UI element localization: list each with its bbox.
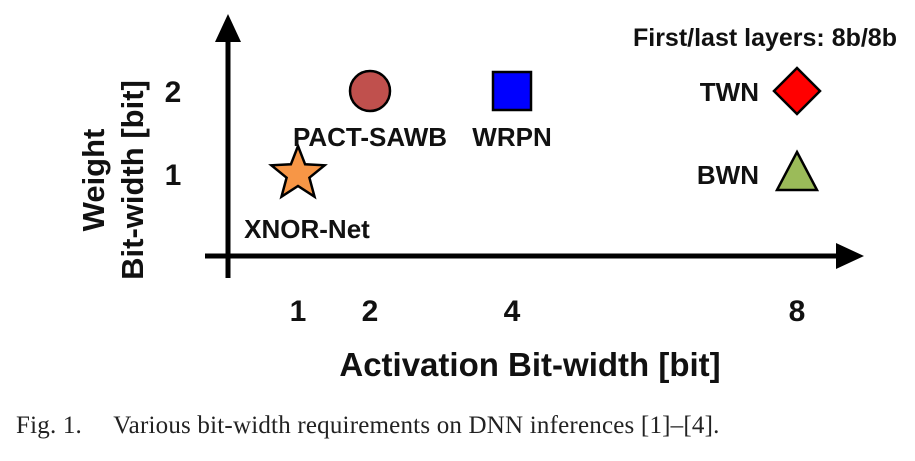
x-tick-label-4: 4 (504, 295, 521, 328)
point-xnor-net-star (268, 142, 328, 200)
x-tick-labels: 1 2 4 8 (290, 295, 806, 328)
y-tick-labels: 12 (165, 76, 182, 192)
y-axis-label-line-1: Weight (76, 129, 111, 232)
y-axis-label-line-2: Bit-width [bit] (115, 80, 150, 280)
data-points: XNOR-Net PACT-SAWB WRPN TWN BWN (244, 66, 822, 244)
y-tick-label-2: 2 (165, 76, 182, 109)
point-wrpn-square (491, 70, 533, 112)
y-axis-label: Weight Bit-width [bit] (76, 80, 150, 280)
point-label-xnor-net: XNOR-Net (244, 214, 370, 244)
point-label-bwn: BWN (697, 160, 759, 190)
x-tick-label-1: 1 (290, 295, 307, 328)
y-tick-label-1: 1 (165, 159, 182, 192)
point-bwn-triangle (774, 149, 820, 192)
x-tick-label-8: 8 (789, 295, 806, 328)
point-label-wrpn: WRPN (472, 122, 551, 152)
point-twn-diamond (772, 66, 822, 116)
point-label-pact-sawb: PACT-SAWB (293, 122, 447, 152)
x-axis-label: Activation Bit-width [bit] (339, 346, 720, 383)
layer-annotation: First/last layers: 8b/8b (633, 24, 897, 52)
point-pact-sawb-circle (348, 69, 392, 113)
x-axis-arrow (836, 243, 864, 269)
y-axis-arrow (215, 14, 241, 42)
figure-caption: Fig. 1. Various bit-width requirements o… (16, 412, 720, 439)
point-label-twn: TWN (700, 77, 759, 107)
x-tick-label-2: 2 (362, 295, 379, 328)
